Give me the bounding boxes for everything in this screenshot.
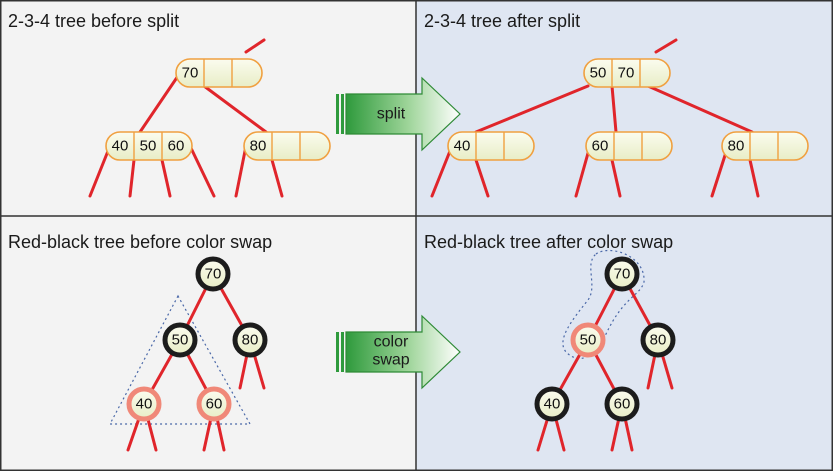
node-key: 80: [650, 332, 667, 349]
rb-node-black: 80: [232, 322, 268, 358]
node-key: 70: [182, 65, 199, 82]
panel-bottom-right: [416, 216, 833, 471]
rb-node-red: 40: [126, 386, 162, 422]
node-key: 60: [168, 138, 185, 155]
rb-node-black: 50: [162, 322, 198, 358]
node-key: 40: [544, 396, 561, 413]
panel-top-right: [416, 0, 833, 216]
edge: [430, 144, 454, 198]
node-key: 50: [590, 65, 607, 82]
node-key: 70: [618, 65, 635, 82]
edge: [128, 158, 136, 198]
title-234-after: 2-3-4 tree after split: [424, 11, 580, 31]
title-rb-after: Red-black tree after color swap: [424, 232, 673, 252]
rb-node-black: 70: [195, 256, 231, 292]
tree-234-before: 70 40 50 60 80: [88, 38, 331, 198]
node-key: 80: [242, 332, 259, 349]
node-key: 80: [728, 138, 745, 155]
color-swap-label-line1: color: [374, 334, 409, 351]
rb-node-black: 40: [534, 386, 570, 422]
node-key: 40: [454, 138, 471, 155]
node-key: 60: [206, 396, 223, 413]
edge: [88, 144, 112, 198]
node-key: 60: [592, 138, 609, 155]
node-key: 50: [172, 332, 189, 349]
edge: [270, 158, 284, 198]
color-swap-arrow: color swap: [336, 314, 461, 390]
node-key: 40: [136, 396, 153, 413]
rb-node-red: 50: [570, 322, 606, 358]
node-key: 70: [614, 266, 631, 283]
node-key: 60: [614, 396, 631, 413]
edge: [234, 144, 248, 198]
edge: [610, 158, 622, 198]
node-234: 40 50 60: [105, 131, 193, 161]
color-swap-label-line2: swap: [372, 352, 409, 369]
edge: [138, 71, 182, 134]
title-rb-before: Red-black tree before color swap: [8, 232, 272, 252]
node-key: 40: [112, 138, 129, 155]
node-key: 70: [205, 266, 222, 283]
node-key: 50: [140, 138, 157, 155]
edge: [244, 38, 266, 54]
split-label: split: [377, 106, 406, 123]
edge: [188, 144, 216, 198]
edge: [202, 84, 268, 134]
rb-node-black: 70: [604, 256, 640, 292]
node-234: 40: [447, 131, 535, 161]
split-arrow: split: [336, 76, 461, 152]
subtree-outline: [562, 249, 645, 359]
node-key: 50: [580, 332, 597, 349]
tree-234-after: 50 70 40 60 80: [430, 38, 809, 198]
title-234-before: 2-3-4 tree before split: [8, 11, 179, 31]
edge: [574, 144, 592, 198]
node-234: 70: [175, 58, 263, 88]
node-key: 80: [250, 138, 267, 155]
rb-tree-before: 70 50 80 40 60: [109, 256, 268, 452]
rb-node-black: 60: [604, 386, 640, 422]
edge: [160, 158, 172, 198]
edge: [610, 84, 618, 134]
rb-node-red: 60: [196, 386, 232, 422]
edge: [474, 158, 490, 198]
edge: [474, 84, 590, 134]
edge: [654, 38, 678, 54]
node-234: 80: [243, 131, 331, 161]
rb-node-black: 80: [640, 322, 676, 358]
node-234: 80: [721, 131, 809, 161]
node-234: 50 70: [583, 58, 671, 88]
rb-tree-after: 70 50 80 40 60: [534, 249, 676, 452]
edge: [646, 84, 754, 134]
node-234: 60: [585, 131, 673, 161]
edge: [748, 158, 760, 198]
